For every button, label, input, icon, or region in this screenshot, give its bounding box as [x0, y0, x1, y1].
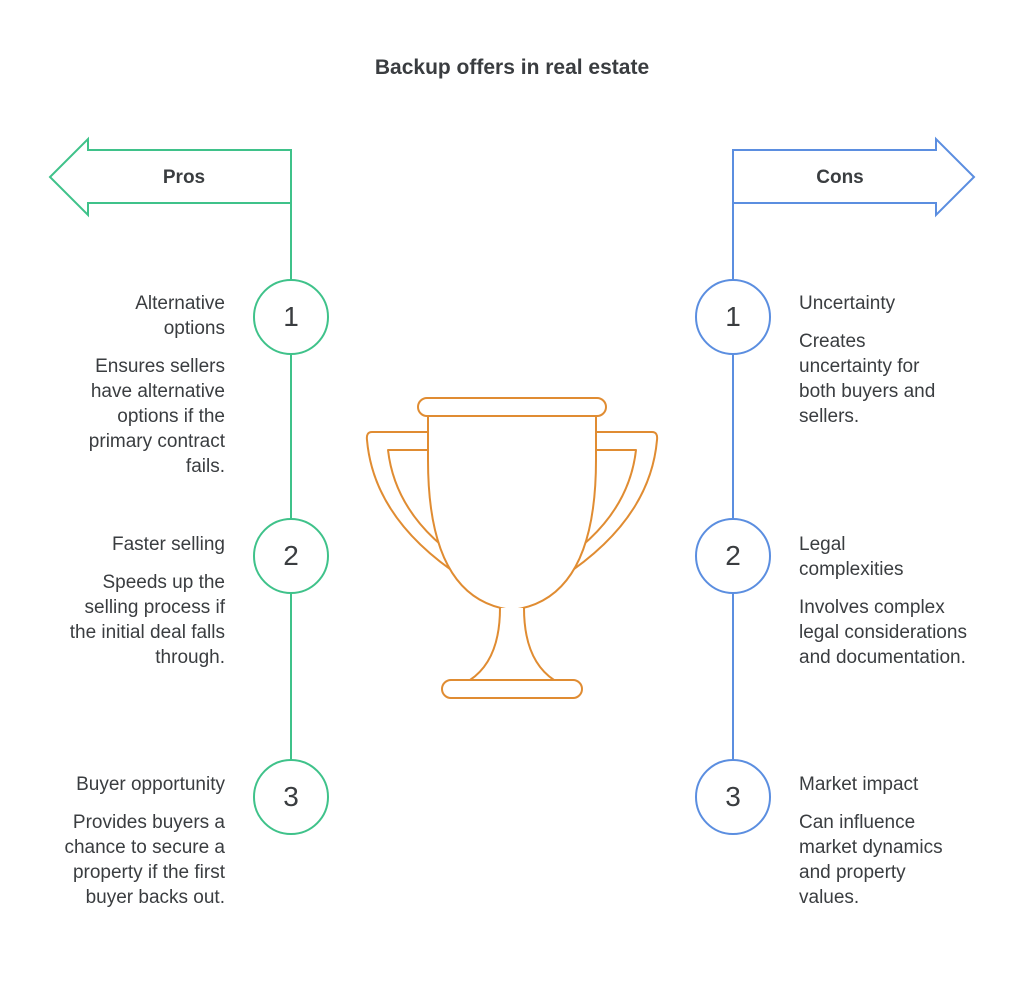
cons-arrow	[732, 136, 976, 218]
cons-heading-2: Legal complexities	[799, 534, 904, 580]
pros-heading-2: Faster selling	[112, 534, 225, 555]
cons-label: Cons	[816, 167, 864, 188]
pros-number-2: 2	[283, 540, 299, 571]
pros-label: Pros	[162, 167, 206, 188]
cons-text-2: Involves complex legal considerations an…	[799, 597, 967, 668]
cons-number-3: 3	[725, 781, 741, 812]
cons-circle-2	[695, 518, 771, 594]
cons-number-1: 1	[725, 301, 741, 332]
pros-text-3: Provides buyers a chance to secure a pro…	[64, 812, 225, 908]
cons-number-2: 2	[725, 540, 741, 571]
pros-arrow	[48, 136, 292, 218]
pros-number-3: 3	[283, 781, 299, 812]
cons-text-1: Creates uncertainty for both buyers and …	[799, 331, 936, 427]
diagram-title: Backup offers in real estate	[374, 56, 650, 79]
cons-heading-1: Uncertainty	[799, 293, 896, 314]
pros-heading-3: Buyer opportunity	[76, 774, 225, 795]
pros-text-2: Speeds up the selling process if the ini…	[69, 572, 225, 668]
pros-circle-1	[253, 279, 329, 355]
pros-number-1: 1	[283, 301, 299, 332]
cons-circle-3	[695, 759, 771, 835]
pros-heading-1: Alternative options	[135, 293, 225, 339]
pros-circle-3	[253, 759, 329, 835]
trophy-icon	[365, 397, 659, 699]
pros-circle-2	[253, 518, 329, 594]
cons-heading-3: Market impact	[799, 774, 919, 795]
pros-text-1: Ensures sellers have alternative options…	[88, 356, 225, 477]
cons-circle-1	[695, 279, 771, 355]
cons-text-3: Can influence market dynamics and proper…	[799, 812, 943, 908]
